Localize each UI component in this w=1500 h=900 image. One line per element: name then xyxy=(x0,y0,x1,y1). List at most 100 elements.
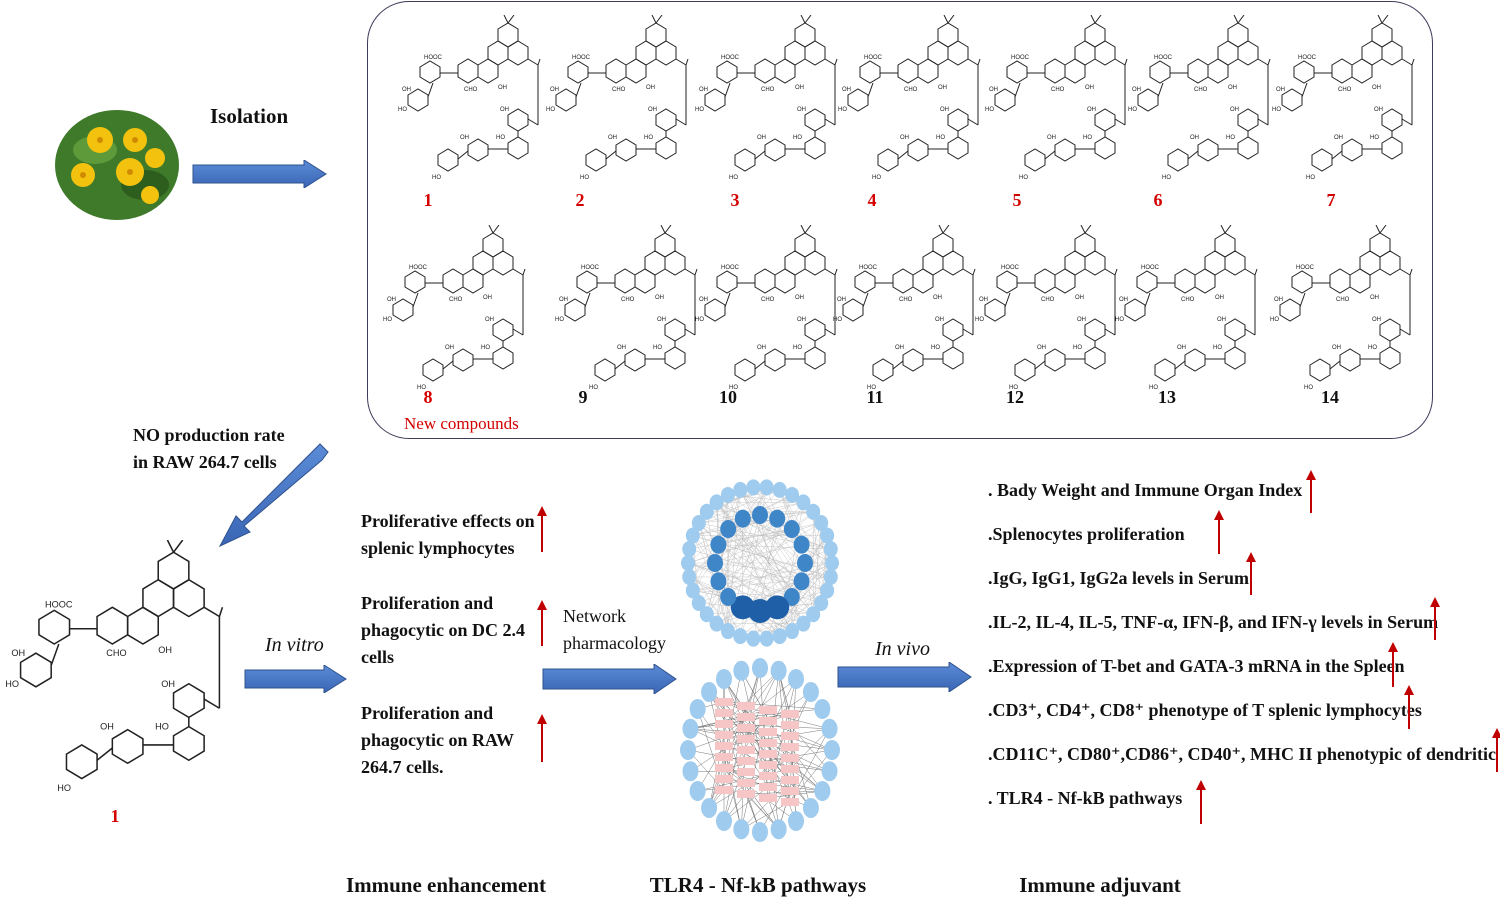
compound-structure xyxy=(695,225,845,395)
compound-structure xyxy=(398,15,548,185)
network-node xyxy=(793,572,810,591)
compound-number: 6 xyxy=(1153,190,1163,210)
network-edge xyxy=(687,562,792,598)
in-vitro-item-line: Proliferative effects on xyxy=(361,511,535,531)
target-node xyxy=(821,718,838,739)
lead-compound-number: 1 xyxy=(110,806,120,826)
target-node xyxy=(680,740,696,760)
network-edge xyxy=(759,514,822,604)
in-vivo-item: .IgG, IgG1, IgG2a levels in Serum xyxy=(988,568,1250,588)
in-vitro-arrow xyxy=(244,665,347,693)
compound-node xyxy=(759,717,777,725)
network-edge xyxy=(714,562,778,608)
compound-node xyxy=(781,787,799,795)
increase-arrow-icon xyxy=(537,714,547,762)
network-edge xyxy=(742,562,806,608)
network-pharmacology-label: Network pharmacology xyxy=(563,603,666,657)
in-vivo-item: . TLR4 - Nf-kB pathways xyxy=(988,788,1183,808)
compound-node xyxy=(715,720,733,728)
compound-node xyxy=(781,721,799,729)
pathway-label: TLR4 - Nf-kB pathways xyxy=(649,873,867,897)
network-edge xyxy=(779,489,831,578)
target-node xyxy=(682,718,699,739)
flower-photo xyxy=(55,110,179,220)
network-edge xyxy=(741,801,791,830)
compound-structure xyxy=(985,15,1135,185)
compound-target-network-graph xyxy=(680,658,840,842)
network-pharmacology-line: pharmacology xyxy=(563,633,666,653)
compound-number: 5 xyxy=(1012,190,1022,210)
network-node xyxy=(709,615,724,632)
target-node xyxy=(770,819,787,840)
network-edge xyxy=(742,528,792,608)
network-edge xyxy=(728,528,831,550)
network-node xyxy=(793,535,810,554)
network-pharmacology-line: Network xyxy=(563,606,626,626)
network-node xyxy=(785,486,800,503)
network-node xyxy=(823,568,838,585)
network-node xyxy=(759,479,774,496)
increase-arrow-icon xyxy=(1430,597,1440,640)
isolation-arrow xyxy=(192,160,327,188)
compound-number: 12 xyxy=(1006,387,1024,407)
network-node xyxy=(785,623,800,640)
in-vivo-item: . Bady Weight and Immune Organ Index xyxy=(988,480,1303,500)
compound-node xyxy=(759,783,777,791)
compound-structure xyxy=(555,225,705,395)
target-node xyxy=(716,668,732,689)
target-node xyxy=(814,781,831,801)
in-vivo-item: .CD11C⁺, CD80⁺,CD86⁺, CD40⁺, MHC II phen… xyxy=(988,744,1500,764)
network-edge xyxy=(690,709,769,730)
network-edge xyxy=(740,489,828,591)
network-node xyxy=(681,555,695,571)
compound-node xyxy=(715,764,733,772)
increase-arrow-icon xyxy=(1388,642,1398,687)
network-edge xyxy=(728,528,822,604)
compound-node xyxy=(781,798,799,806)
network-edge xyxy=(718,528,792,545)
compound-node xyxy=(715,742,733,750)
network-edge xyxy=(741,727,747,830)
network-edge xyxy=(723,767,779,830)
compound-number: 10 xyxy=(719,387,737,407)
network-node xyxy=(759,630,774,647)
network-node xyxy=(769,509,786,528)
network-node xyxy=(783,520,800,539)
compound-node xyxy=(737,713,755,721)
network-edge xyxy=(740,489,814,615)
immune-enhancement-label: Immune enhancement xyxy=(345,873,547,897)
new-compounds-label: New compounds xyxy=(404,414,519,433)
compound-number: 3 xyxy=(730,190,740,210)
compound-node xyxy=(737,724,755,732)
target-node xyxy=(821,761,838,782)
network-edge xyxy=(766,576,831,639)
in-vivo-arrow xyxy=(837,662,972,692)
target-node xyxy=(788,811,804,832)
network-node xyxy=(796,615,811,632)
compound-number: 9 xyxy=(578,387,588,407)
compound-node xyxy=(759,772,777,780)
lead-compound-structure xyxy=(0,540,240,800)
target-node xyxy=(752,822,768,842)
network-node xyxy=(820,582,835,599)
network-node xyxy=(823,541,838,558)
compound-node xyxy=(715,698,733,706)
in-vitro-item-line: splenic lymphocytes xyxy=(361,538,515,558)
compound-node xyxy=(781,710,799,718)
compound-node xyxy=(715,731,733,739)
in-vitro-item-line: Proliferation and xyxy=(361,703,494,723)
network-node xyxy=(720,587,737,606)
compound-node xyxy=(759,761,777,769)
increase-arrow-icon xyxy=(1196,780,1206,824)
compound-number: 7 xyxy=(1326,190,1336,210)
in-vitro-label: In vitro xyxy=(265,634,324,656)
compound-node xyxy=(737,757,755,765)
compound-structure xyxy=(1270,225,1420,395)
no-production-line2: in RAW 264.7 cells xyxy=(133,452,277,472)
network-node xyxy=(682,541,697,558)
compound-number: 2 xyxy=(575,190,585,210)
compound-node xyxy=(759,739,777,747)
in-vitro-item-line: Proliferation and xyxy=(361,593,494,613)
compound-node xyxy=(737,768,755,776)
network-node xyxy=(699,606,714,623)
